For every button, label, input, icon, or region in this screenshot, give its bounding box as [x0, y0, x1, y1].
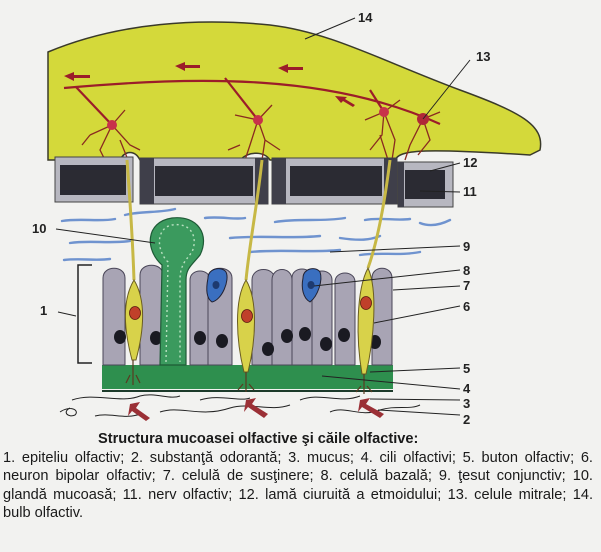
label-12: 12: [463, 155, 477, 170]
odorant-arrows: [128, 398, 384, 421]
label-14: 14: [358, 10, 373, 25]
olfactory-bulb: [47, 21, 542, 161]
leader-lines: [55, 17, 471, 416]
label-9: 9: [463, 239, 470, 254]
label-1: 1: [40, 303, 47, 318]
label-10: 10: [32, 221, 46, 236]
olfactory-mucosa-diagram: 1 2 3 4 5 6 7 8 9 10 11 12 13 14: [32, 10, 542, 427]
label-5: 5: [463, 361, 470, 376]
label-2: 2: [463, 412, 470, 427]
label-6: 6: [463, 299, 470, 314]
label-4: 4: [463, 381, 471, 396]
label-11: 11: [463, 184, 477, 199]
mucous-gland: [149, 217, 205, 366]
basal-cells: [206, 268, 322, 303]
label-7: 7: [463, 278, 470, 293]
label-8: 8: [463, 263, 470, 278]
epithelium-bracket: [77, 264, 92, 364]
figure-caption: Structura mucoasei olfactive şi căile ol…: [3, 430, 593, 523]
direction-arrows: [64, 62, 355, 107]
caption-title: Structura mucoasei olfactive şi căile ol…: [98, 431, 419, 447]
label-13: 13: [476, 49, 490, 64]
label-3: 3: [463, 396, 470, 411]
bipolar-neurons: [125, 159, 392, 394]
connective-tissue: [60, 207, 452, 262]
cribriform-plate: [54, 156, 454, 208]
caption-legend: 1. epiteliu olfactiv; 2. substanţă odora…: [3, 449, 593, 522]
